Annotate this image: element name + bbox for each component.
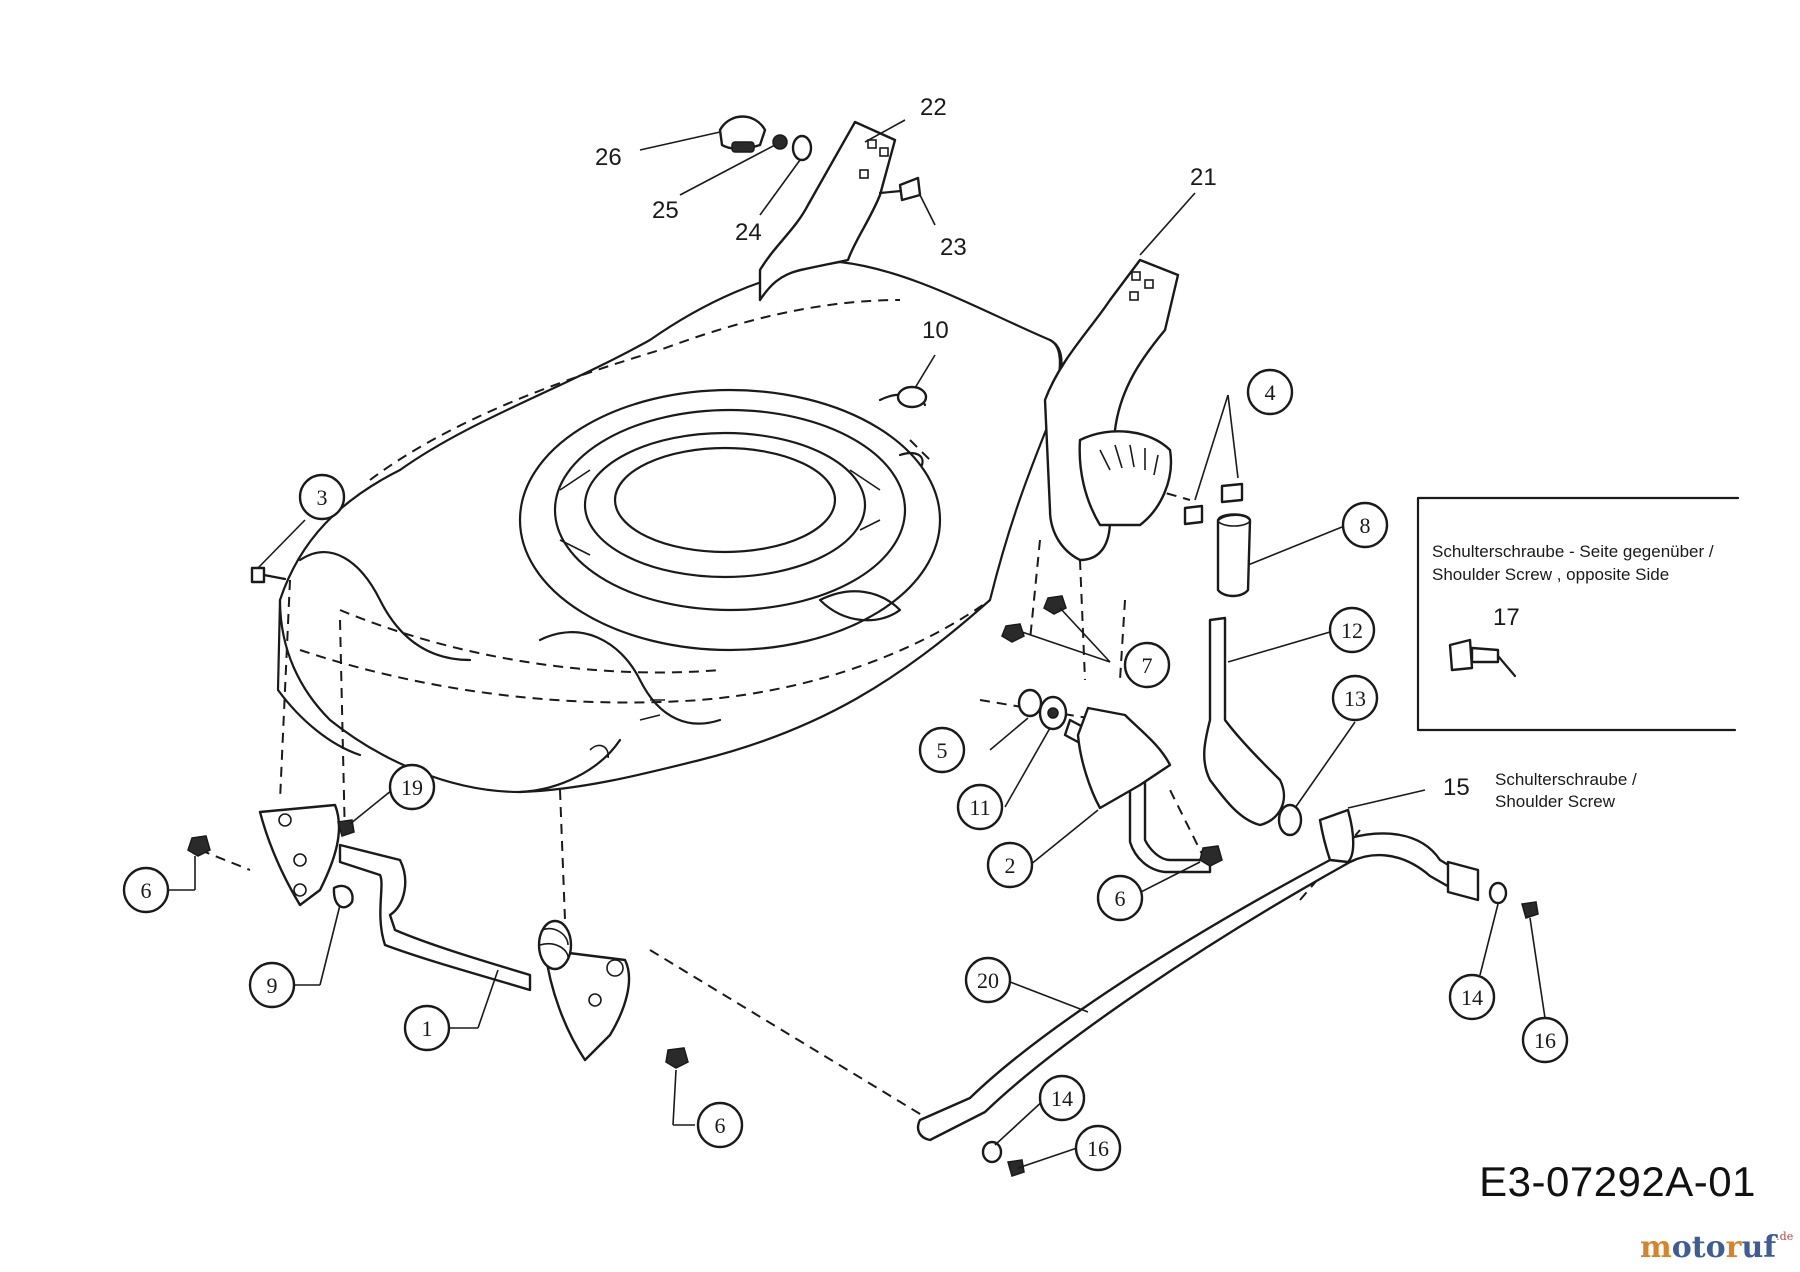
callout-13-text: 13 <box>1344 686 1366 711</box>
pin-8 <box>1216 513 1252 598</box>
pivot-arm-2 <box>1076 706 1172 810</box>
hardware <box>187 115 1539 1177</box>
callout-2-text: 2 <box>1005 853 1016 878</box>
callout-9-text: 9 <box>267 973 278 998</box>
callout-3: 3 <box>298 473 346 521</box>
callout-12-text: 12 <box>1341 618 1363 643</box>
front-wheel-plate <box>258 803 341 907</box>
callout-6-right-text: 6 <box>1115 886 1126 911</box>
callout-11: 11 <box>956 783 1004 831</box>
callout-19: 19 <box>388 763 436 811</box>
callout-5-text: 5 <box>937 738 948 763</box>
callout-5: 5 <box>918 726 966 774</box>
height-adjust-plate <box>1078 430 1173 527</box>
inset-box <box>1416 496 1740 732</box>
callout-20-text: 20 <box>977 968 999 993</box>
callout-8-text: 8 <box>1360 513 1371 538</box>
callout-8: 8 <box>1341 501 1389 549</box>
inset-note-line-1: Schulterschraube - Seite gegenüber / <box>1432 542 1714 561</box>
callout-2: 2 <box>986 841 1034 889</box>
label-23: 23 <box>940 234 967 261</box>
callout-9: 9 <box>248 961 296 1009</box>
callout-1-text: 1 <box>422 1016 433 1041</box>
callout-16-right: 16 <box>1521 1016 1569 1064</box>
height-rod-20 <box>916 832 1472 1142</box>
callout-19-text: 19 <box>401 775 423 800</box>
callout-7-text: 7 <box>1142 653 1153 678</box>
label-24: 24 <box>735 219 762 246</box>
callout-20: 20 <box>964 956 1012 1004</box>
part15-note-line-1: Schulterschraube / <box>1495 770 1637 789</box>
lever-12 <box>1203 616 1286 827</box>
label-25: 25 <box>652 197 679 224</box>
label-21: 21 <box>1190 164 1217 191</box>
callout-6-left: 6 <box>122 866 170 914</box>
drawing-code: E3-07292A-01 <box>1479 1158 1756 1205</box>
rod-end-block <box>1446 860 1480 902</box>
callout-16-bottom-text: 16 <box>1087 1136 1109 1161</box>
adjust-notches <box>1099 444 1159 476</box>
callout-1: 1 <box>403 1004 451 1052</box>
knob-26 <box>718 115 767 150</box>
callout-6-right: 6 <box>1096 874 1144 922</box>
callout-3-text: 3 <box>317 485 328 510</box>
mower-deck <box>276 260 1063 794</box>
callout-14-right-text: 14 <box>1461 985 1483 1010</box>
bolt-23 <box>898 176 922 202</box>
label-22: 22 <box>920 94 947 121</box>
screw-3 <box>250 566 266 584</box>
callout-16-right-text: 16 <box>1534 1028 1556 1053</box>
label-17: 17 <box>1493 604 1520 631</box>
callout-7: 7 <box>1123 641 1171 689</box>
rear-wheel-plate <box>543 948 631 1062</box>
handle-bracket-right <box>1043 258 1180 562</box>
label-26: 26 <box>595 144 622 171</box>
callout-6-bottom: 6 <box>696 1101 744 1149</box>
callout-11-text: 11 <box>969 795 990 820</box>
callout-16-bottom: 16 <box>1074 1124 1122 1172</box>
torsion-spring <box>537 919 573 971</box>
callout-13: 13 <box>1331 674 1379 722</box>
callout-4-text: 4 <box>1265 380 1276 405</box>
leader-lines <box>167 119 1546 1169</box>
callout-6-bottom-text: 6 <box>715 1113 726 1138</box>
rear-axle-linkage <box>1063 718 1212 874</box>
label-10: 10 <box>922 317 949 344</box>
callout-12: 12 <box>1328 606 1376 654</box>
handle-bracket-left <box>758 120 897 302</box>
watermark-logo: motoruf.de <box>1640 1230 1794 1265</box>
callout-4: 4 <box>1246 368 1294 416</box>
label-15: 15 <box>1443 774 1470 801</box>
callout-14-right: 14 <box>1448 973 1496 1021</box>
callout-14-bottom-text: 14 <box>1051 1086 1073 1111</box>
callout-14-bottom: 14 <box>1038 1074 1086 1122</box>
part15-note-line-2: Shoulder Screw <box>1495 792 1616 811</box>
inset-note-line-2: Shoulder Screw , opposite Side <box>1432 565 1669 584</box>
callout-6-left-text: 6 <box>141 878 152 903</box>
assembly-lines <box>199 439 1361 1121</box>
front-axle-linkage <box>338 843 532 992</box>
bracket-holes <box>859 139 1154 301</box>
shoulder-screw-15 <box>1318 808 1355 864</box>
